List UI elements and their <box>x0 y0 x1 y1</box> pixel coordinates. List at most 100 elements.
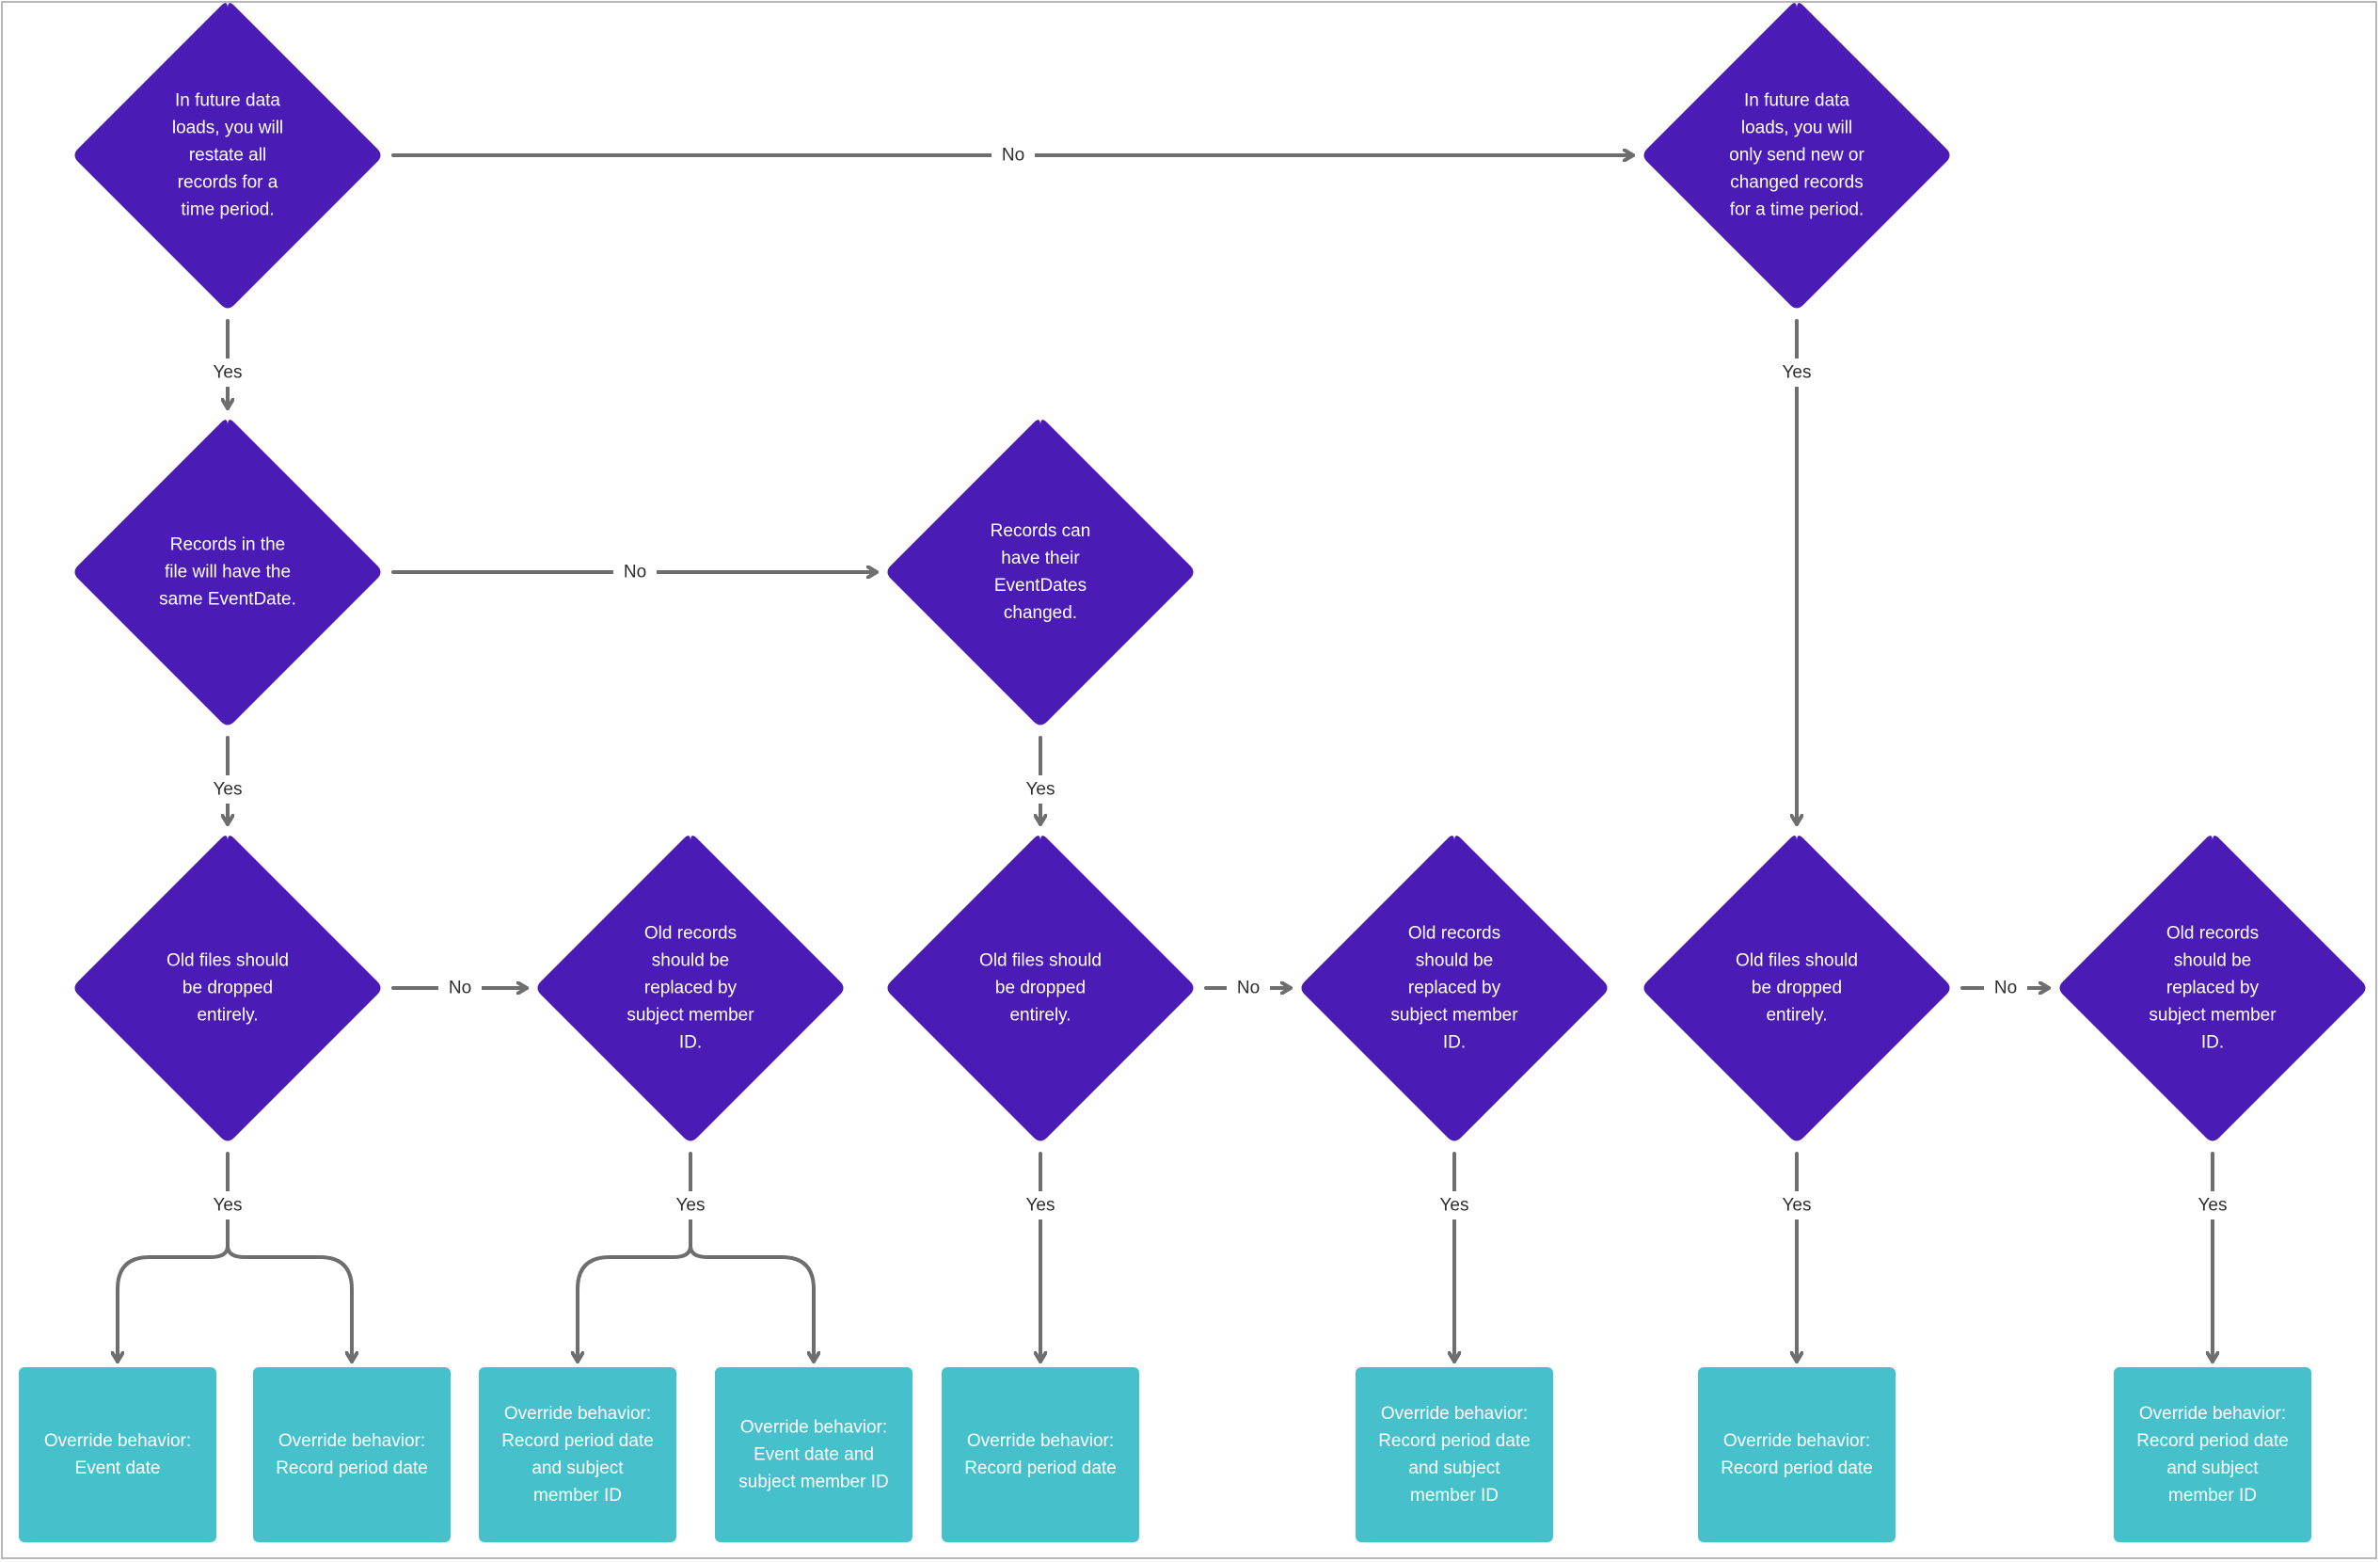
edge-label-bg <box>438 974 482 1002</box>
edge-label-bg <box>1013 775 1068 804</box>
node-text-line: Record period date <box>2136 1431 2289 1451</box>
edge-label-bg <box>200 775 255 804</box>
node-text-line: have their <box>1001 549 1080 568</box>
node-text-line: Records can <box>991 521 1091 541</box>
node-text-line: Record period date <box>1378 1431 1531 1451</box>
node-text-line: for a time period. <box>1730 200 1864 220</box>
edge-label-bg <box>1227 974 1270 1002</box>
outcome-node: Override behavior: Record period date and … <box>1356 1367 1553 1542</box>
yes-label: Yes <box>214 1196 243 1216</box>
node-text-line: Old records <box>1408 924 1500 944</box>
node-text-line: member ID <box>533 1486 622 1506</box>
node-text-line: and subject <box>2166 1458 2259 1478</box>
decision-diamond <box>74 836 381 1141</box>
outcome-node: Override behavior: Record period date and … <box>2114 1367 2311 1542</box>
outcome-box <box>715 1367 912 1542</box>
no-label: No <box>624 563 646 582</box>
no-label: No <box>449 979 471 998</box>
node-text-line: should be <box>2174 951 2251 971</box>
node-text-line: and subject <box>1408 1458 1500 1478</box>
yes-label: Yes <box>1026 1196 1055 1216</box>
decision-diamond <box>537 836 844 1141</box>
node-text-line: file will have the <box>165 563 291 582</box>
outcome-node: Override behavior:Event date andsubject … <box>715 1367 912 1542</box>
node-text-line: changed records <box>1730 173 1864 193</box>
node-text-line: Old records <box>2166 924 2259 944</box>
node-text-line: and subject <box>532 1458 624 1478</box>
node-text-line: Records in the <box>170 535 286 555</box>
node-text-line: subject member <box>1390 1006 1518 1026</box>
node-text-line: ID. <box>1443 1033 1466 1053</box>
connector-line <box>226 1244 352 1363</box>
node-text-line: subject member <box>627 1006 754 1026</box>
decision-node: Old files should be dropped entirely. <box>74 836 381 1141</box>
node-text-line: entirely. <box>1009 1006 1071 1026</box>
yes-label: Yes <box>1026 780 1055 800</box>
node-text-line: Override behavior: <box>2139 1404 2286 1424</box>
no-label: No <box>1994 979 2017 998</box>
edge-label-bg <box>2185 1191 2240 1219</box>
node-text-line: should be <box>1416 951 1493 971</box>
decision-node: In future data loads, you will only send n… <box>1643 3 1950 309</box>
outcome-box <box>2114 1367 2311 1542</box>
node-text-line: Event date <box>75 1458 161 1478</box>
outcome-box <box>942 1367 1139 1542</box>
yes-label: Yes <box>1783 1196 1812 1216</box>
node-text-line: In future data <box>175 91 280 111</box>
decision-diamond <box>1301 836 1608 1141</box>
decision-diamond <box>887 836 1194 1141</box>
node-text-line: entirely. <box>197 1006 258 1026</box>
node-text-line: Override behavior: <box>1381 1404 1528 1424</box>
edge-label-bg <box>1769 1191 1824 1219</box>
decision-diamond <box>1643 3 1950 309</box>
node-text-line: entirely. <box>1766 1006 1827 1026</box>
connectors-layer <box>118 155 2213 1363</box>
edge-label-bg <box>1769 359 1824 387</box>
node-text-line: Old records <box>644 924 737 944</box>
edge-label-bg <box>1013 1191 1068 1219</box>
outcome-node: Override behavior:Record period dateand … <box>479 1367 676 1542</box>
outcome-box <box>1356 1367 1553 1542</box>
node-text-line: Override behavior: <box>740 1418 887 1438</box>
edge-label-bg <box>1427 1191 1482 1219</box>
edge-label-bg <box>200 359 255 387</box>
edge-label-bg <box>1984 974 2027 1002</box>
node-text-line: be dropped <box>182 979 273 998</box>
yes-label: Yes <box>1783 363 1812 383</box>
node-text-line: be dropped <box>1752 979 1842 998</box>
outcome-node: Override behavior: Record period date <box>253 1367 451 1542</box>
edge-label-bg <box>663 1191 718 1219</box>
node-text-line: Override behavior: <box>278 1431 425 1451</box>
yes-label: Yes <box>214 363 243 383</box>
outcome-node: Override behavior:Record period date <box>1698 1367 1896 1542</box>
node-text-line: Event date and <box>754 1445 874 1465</box>
decision-diamond <box>887 420 1194 725</box>
node-text-line: Record period date <box>276 1458 428 1478</box>
node-text-line: subject member <box>2149 1006 2277 1026</box>
node-text-line: changed. <box>1004 603 1077 623</box>
outcome-box <box>253 1367 451 1542</box>
node-text-line: loads, you will <box>1741 119 1852 138</box>
node-text-line: Record period date <box>501 1431 654 1451</box>
node-text-line: Override behavior: <box>967 1431 1114 1451</box>
no-label: No <box>1237 979 1260 998</box>
connector-line <box>689 1244 814 1363</box>
node-text-line: Record period date <box>1721 1458 1873 1478</box>
node-text-line: only send new or <box>1729 146 1864 166</box>
yes-label: Yes <box>1440 1196 1469 1216</box>
connector-line <box>578 1244 692 1363</box>
connector-line <box>118 1244 230 1363</box>
yes-label: Yes <box>214 780 243 800</box>
node-text-line: Old files should <box>167 951 289 971</box>
node-text-line: Record period date <box>964 1458 1117 1478</box>
node-text-line: time period. <box>181 200 274 220</box>
node-text-line: In future data <box>1744 91 1849 111</box>
